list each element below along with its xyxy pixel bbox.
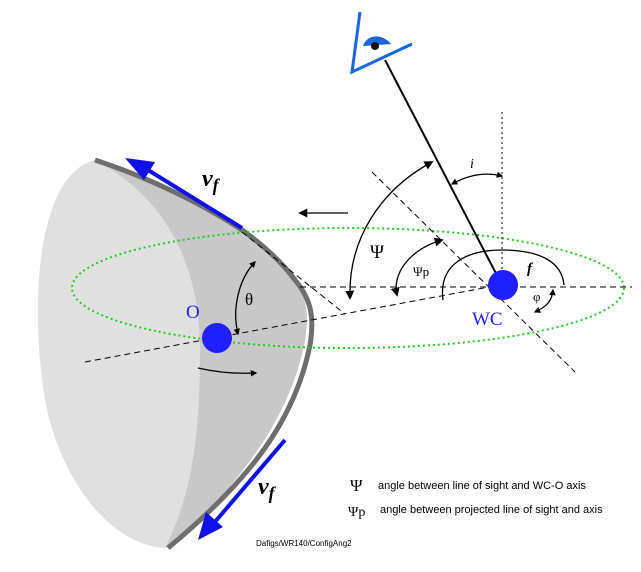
legend-psi-p-symbol: Ψp (348, 505, 365, 520)
shock-cone-inner (95, 160, 307, 548)
shock-cone (37, 157, 315, 550)
psi-arc (345, 161, 434, 300)
i-arc (450, 171, 504, 185)
flow-arrow-top (125, 158, 244, 230)
theta-arc (233, 261, 256, 336)
wc-label: WC (472, 309, 503, 330)
i-label: i (470, 157, 474, 172)
credit-text: Dafigs/WR140/ConfigAng2 (256, 539, 352, 548)
phi-label: φ (533, 289, 541, 304)
shock-cone-edge (94, 157, 315, 550)
star-wc (488, 270, 518, 300)
angle-arcs (233, 161, 565, 336)
legend-psi-text: angle between line of sight and WC-O axi… (378, 480, 586, 492)
line-of-sight (384, 59, 503, 286)
o-label: O (186, 302, 200, 323)
observer-eye-icon (350, 11, 413, 75)
psi-p-label: Ψp (413, 264, 429, 279)
f-arc (441, 249, 565, 301)
psi-label: Ψ (370, 242, 384, 263)
legend-psi-p-text: angle between projected line of sight an… (380, 504, 603, 516)
flow-arrow-bottom (198, 438, 287, 540)
theta-label: θ (245, 290, 253, 309)
legend: Ψ angle between line of sight and WC-O a… (348, 476, 603, 520)
legend-psi-symbol: Ψ (350, 476, 363, 495)
psi-p-arc (390, 237, 444, 297)
vf-bottom-label: vf (258, 474, 277, 503)
rotation-arrow (197, 367, 258, 377)
sight-projection-line (371, 171, 576, 373)
star-o (202, 323, 232, 353)
f-label: f (527, 261, 534, 277)
tangent-line (241, 231, 346, 315)
vf-top-label: vf (202, 166, 221, 195)
phi-arc (533, 288, 556, 313)
